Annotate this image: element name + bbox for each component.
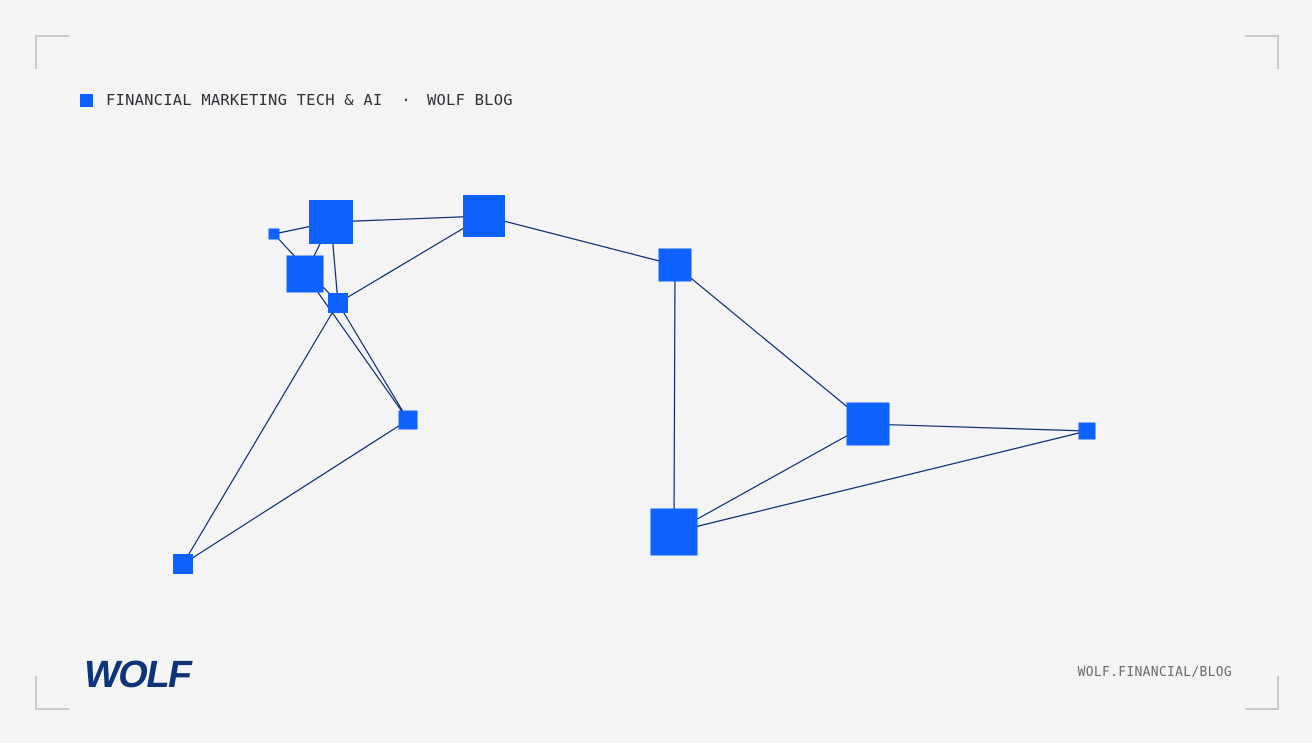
- network-nodes: [173, 195, 1096, 574]
- footer-url: WOLF.FINANCIAL/BLOG: [1077, 665, 1232, 680]
- network-node: [268, 228, 280, 240]
- network-node: [658, 248, 692, 282]
- header-separator: ·: [401, 91, 411, 109]
- corner-frame-top-left: [35, 35, 69, 69]
- corner-frame-bottom-right: [1245, 676, 1279, 710]
- network-node: [650, 508, 698, 556]
- network-edge: [673, 430, 1088, 533]
- network-node: [1078, 422, 1096, 440]
- wolf-wordmark: WOLF: [81, 654, 194, 690]
- blog-label: WOLF BLOG: [426, 91, 513, 109]
- corner-frame-bottom-left: [35, 676, 69, 710]
- network-node: [846, 402, 890, 446]
- network-edge: [673, 264, 676, 533]
- network-node: [328, 293, 348, 313]
- network-node: [309, 200, 353, 244]
- network-edge: [304, 273, 409, 421]
- network-node: [463, 195, 505, 237]
- network-edge: [673, 423, 869, 533]
- network-node: [398, 410, 418, 430]
- network-edge: [674, 264, 869, 425]
- network-edge: [182, 419, 409, 565]
- network-edge: [483, 215, 676, 266]
- network-node: [286, 255, 324, 293]
- network-edge: [337, 302, 409, 421]
- wolf-logo-icon: WOLF: [81, 654, 194, 690]
- category-label: FINANCIAL MARKETING TECH & AI: [106, 91, 383, 109]
- network-edge: [182, 302, 339, 565]
- corner-frame-top-right: [1245, 35, 1279, 69]
- network-edge: [330, 215, 485, 223]
- network-node: [173, 554, 193, 574]
- network-edge: [867, 423, 1088, 432]
- square-bullet-icon: [80, 93, 93, 107]
- logo-text: WOLF: [81, 654, 194, 690]
- network-edge: [337, 215, 485, 304]
- header-tagline: FINANCIAL MARKETING TECH & AI · WOLF BLO…: [80, 90, 513, 110]
